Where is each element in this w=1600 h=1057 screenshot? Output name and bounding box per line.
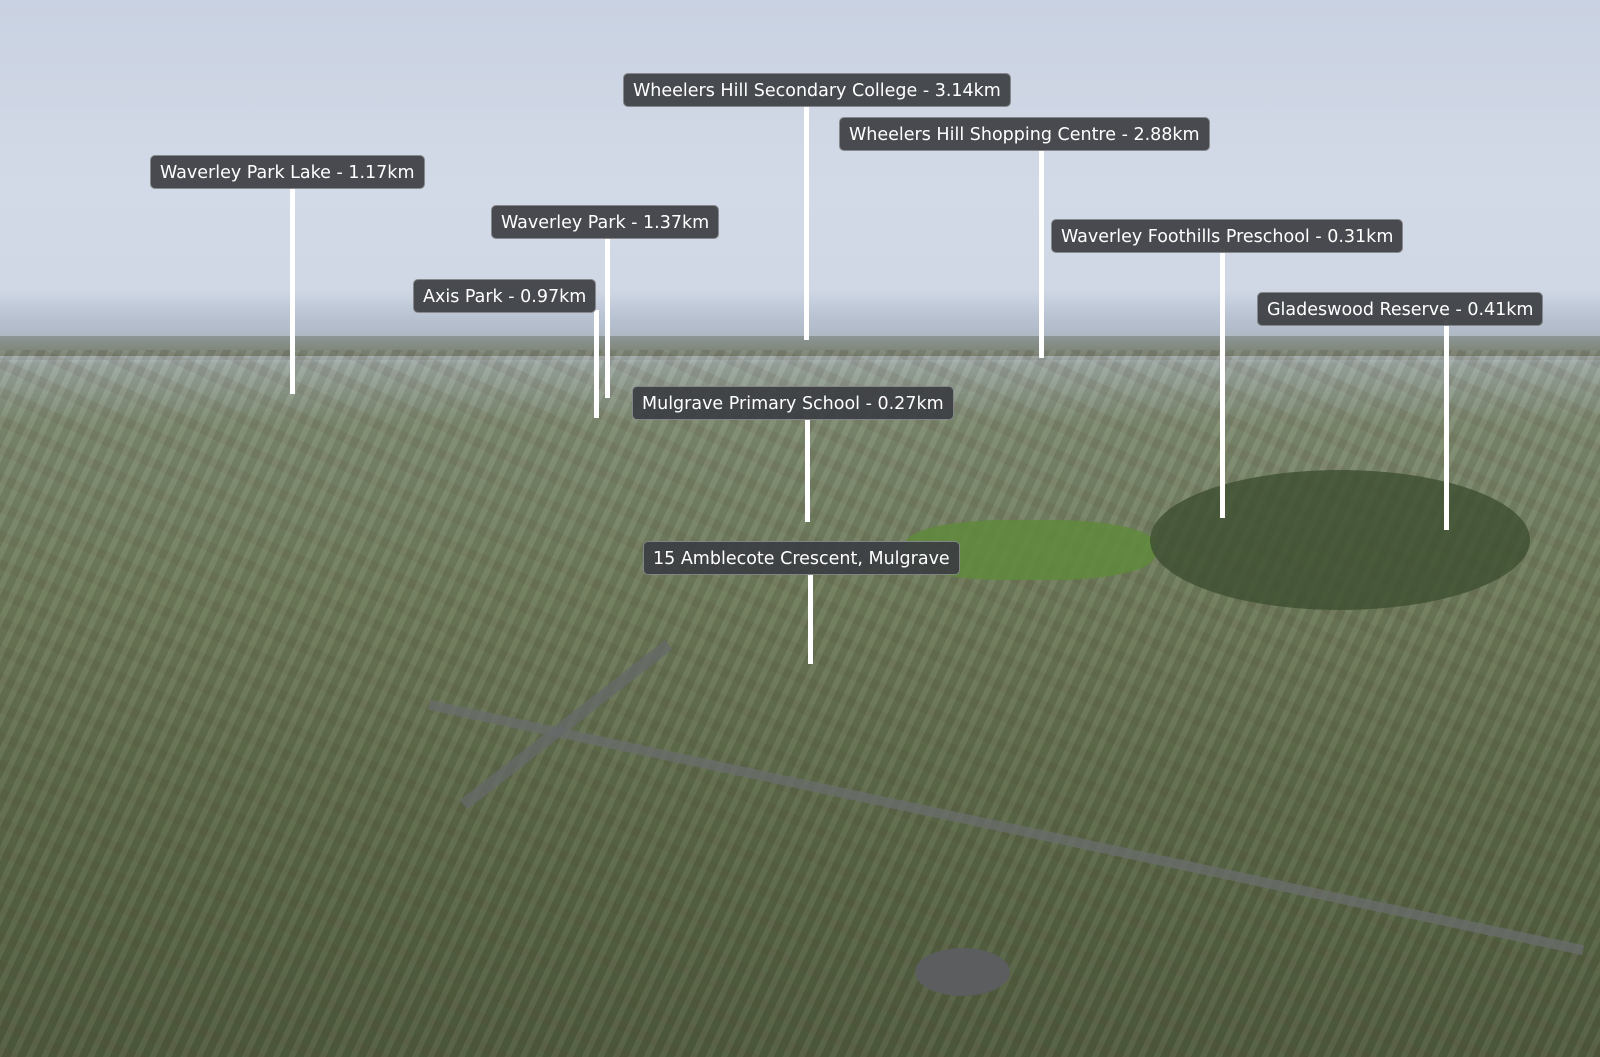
label-shopping-centre: Wheelers Hill Shopping Centre - 2.88km — [839, 117, 1210, 151]
pin-secondary-college — [804, 106, 809, 340]
label-preschool: Waverley Foothills Preschool - 0.31km — [1051, 219, 1404, 253]
horizon-line — [0, 336, 1600, 356]
label-axis-park: Axis Park - 0.97km — [413, 279, 597, 313]
pin-primary-school — [805, 420, 810, 522]
label-park-lake: Waverley Park Lake - 1.17km — [150, 155, 425, 189]
label-property: 15 Amblecote Crescent, Mulgrave — [643, 541, 960, 575]
label-reserve: Gladeswood Reserve - 0.41km — [1257, 292, 1544, 326]
pin-waverley-park — [605, 236, 610, 398]
pin-shopping-centre — [1039, 150, 1044, 358]
pin-property — [808, 575, 813, 664]
label-primary-school: Mulgrave Primary School - 0.27km — [632, 386, 954, 420]
pin-axis-park — [594, 310, 599, 418]
tree-reserve — [1150, 470, 1530, 610]
suburb-rooftops — [0, 350, 1600, 1057]
cul-de-sac — [915, 948, 1010, 996]
pin-park-lake — [290, 187, 295, 394]
label-secondary-college: Wheelers Hill Secondary College - 3.14km — [623, 73, 1011, 107]
label-waverley-park: Waverley Park - 1.37km — [491, 205, 720, 239]
pin-preschool — [1220, 248, 1225, 518]
pin-reserve — [1444, 320, 1449, 530]
